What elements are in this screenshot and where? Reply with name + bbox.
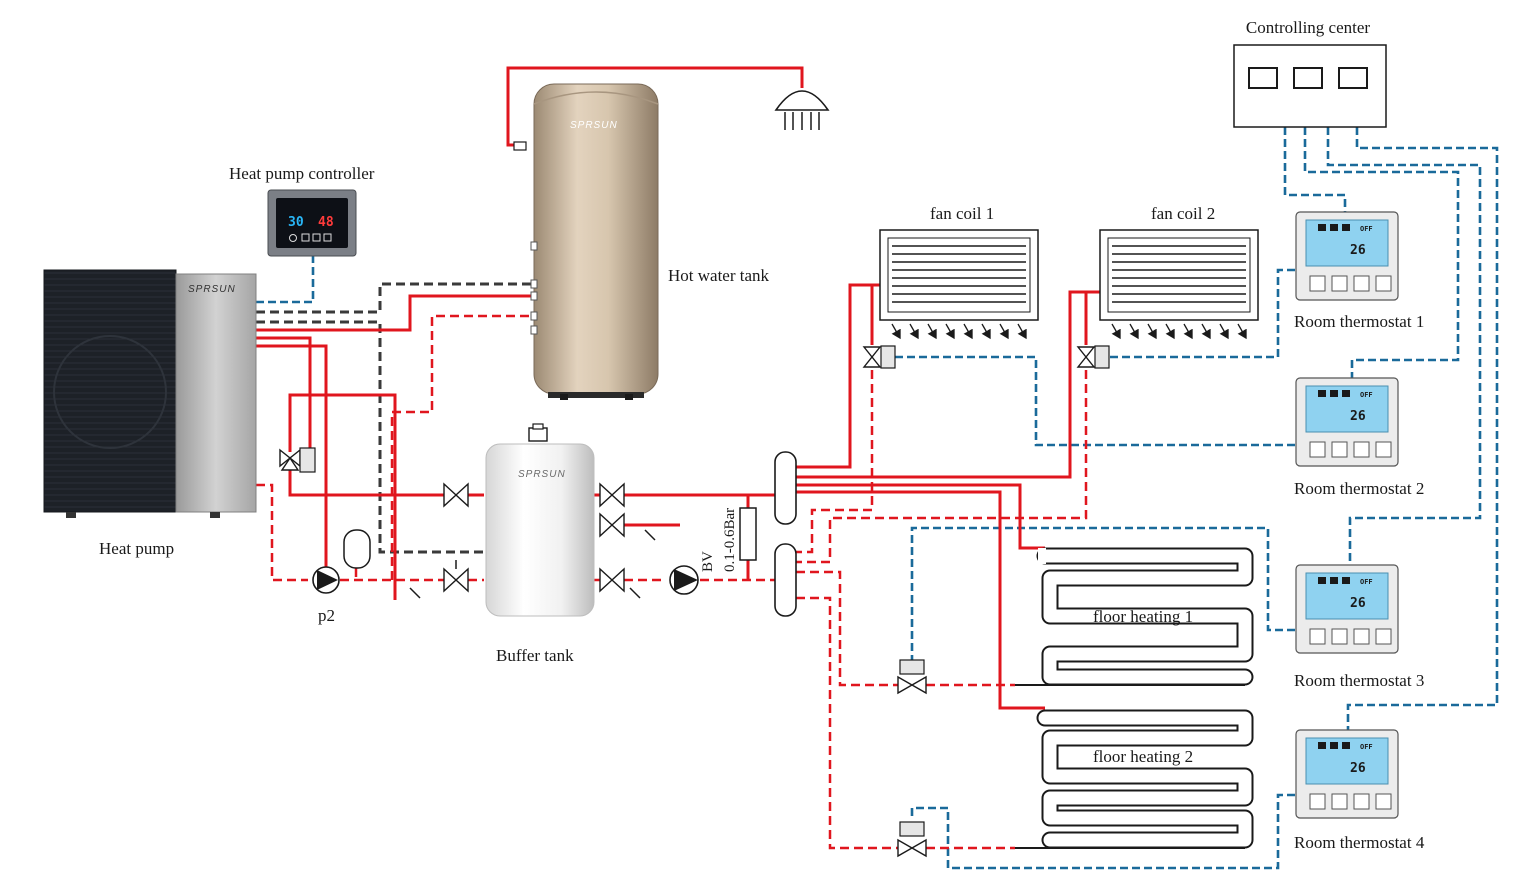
thermostat-2-mode: OFF xyxy=(1360,391,1373,399)
circulation-pump-icon: p2 xyxy=(312,566,340,625)
thermostat-2-power-button[interactable] xyxy=(1331,441,1348,458)
fan-coil-1-label: fan coil 1 xyxy=(930,204,994,223)
floor-heating-2: floor heating 2 xyxy=(1015,709,1254,849)
valve-icon xyxy=(409,482,656,599)
signal-wires xyxy=(256,127,1499,870)
thermostat-1-mode: OFF xyxy=(1360,225,1373,233)
dhw-tank-brand: SPRSUN xyxy=(570,120,618,131)
fan-coil-2-label: fan coil 2 xyxy=(1151,204,1215,223)
thermostat-4-fan-button[interactable] xyxy=(1309,793,1326,810)
thermostat-4-power-button[interactable] xyxy=(1331,793,1348,810)
bypass-label: BV xyxy=(700,551,716,572)
thermostat-2-down-button[interactable] xyxy=(1375,441,1392,458)
thermostat-1-temp: 26 xyxy=(1350,243,1366,258)
manifold xyxy=(774,451,797,617)
fan-coil-1: fan coil 1 xyxy=(879,204,1039,340)
buffer-tank-label: Buffer tank xyxy=(496,646,574,665)
buffer-tank: SPRSUN Buffer tank xyxy=(485,423,595,665)
control-slot-2[interactable] xyxy=(1293,67,1323,89)
thermostat-3-power-button[interactable] xyxy=(1331,628,1348,645)
bypass-valve: BV 0.1-0.6Bar xyxy=(700,507,757,572)
room-thermostat-3: OFF 26 Room thermostat 3 xyxy=(1294,564,1424,690)
controller-right-temp: 48 xyxy=(318,215,334,230)
thermostat-1-up-button[interactable] xyxy=(1353,275,1370,292)
control-slot-3[interactable] xyxy=(1338,67,1368,89)
bypass-pressure-label: 0.1-0.6Bar xyxy=(722,508,738,572)
dhw-coil-pipes xyxy=(256,282,534,554)
heat-pump-controller-label: Heat pump controller xyxy=(229,164,375,183)
buffer-tank-brand: SPRSUN xyxy=(518,469,566,480)
control-slot-1[interactable] xyxy=(1248,67,1278,89)
return-pipes xyxy=(256,314,1088,850)
valve-icon xyxy=(862,345,1110,369)
thermostat-1-label: Room thermostat 1 xyxy=(1294,312,1424,331)
controller-mode-icon[interactable] xyxy=(301,233,310,242)
thermostat-2-temp: 26 xyxy=(1350,409,1366,424)
thermostat-4-label: Room thermostat 4 xyxy=(1294,833,1425,852)
thermostat-2-fan-button[interactable] xyxy=(1309,441,1326,458)
thermostat-3-up-button[interactable] xyxy=(1353,628,1370,645)
thermostat-1-power-button[interactable] xyxy=(1331,275,1348,292)
heat-pump-unit: SPRSUN Heat pump xyxy=(43,269,257,558)
thermostat-1-down-button[interactable] xyxy=(1375,275,1392,292)
thermostat-3-down-button[interactable] xyxy=(1375,628,1392,645)
fan-coil-2: fan coil 2 xyxy=(1099,204,1259,340)
thermostat-4-up-button[interactable] xyxy=(1353,793,1370,810)
room-thermostat-1: OFF 26 Room thermostat 1 xyxy=(1294,211,1424,331)
thermostat-2-label: Room thermostat 2 xyxy=(1294,479,1424,498)
heat-pump-brand: SPRSUN xyxy=(188,284,236,295)
floor-heating-1-label: floor heating 1 xyxy=(1093,607,1193,626)
controlling-center: Controlling center xyxy=(1233,18,1387,128)
controller-clock-icon[interactable] xyxy=(312,233,321,242)
shower-head-icon xyxy=(774,90,830,130)
controller-settings-icon[interactable] xyxy=(323,233,332,242)
thermostat-3-label: Room thermostat 3 xyxy=(1294,671,1424,690)
controlling-center-label: Controlling center xyxy=(1246,18,1371,37)
thermostat-2-up-button[interactable] xyxy=(1353,441,1370,458)
heat-pump-label: Heat pump xyxy=(99,539,174,558)
thermostat-3-temp: 26 xyxy=(1350,596,1366,611)
supply-pipes xyxy=(256,66,1100,710)
thermostat-3-fan-button[interactable] xyxy=(1309,628,1326,645)
room-thermostat-2: OFF 26 Room thermostat 2 xyxy=(1294,377,1424,498)
three-way-valve-icon xyxy=(279,447,316,473)
valve-icon xyxy=(897,659,927,858)
pump-p2-label: p2 xyxy=(318,606,335,625)
floor-heating-2-label: floor heating 2 xyxy=(1093,747,1193,766)
controller-power-icon[interactable] xyxy=(289,234,297,242)
controller-left-temp: 30 xyxy=(288,215,304,230)
hot-water-tank-label: Hot water tank xyxy=(668,266,770,285)
expansion-tank xyxy=(343,529,371,569)
hot-water-tank: SPRSUN Hot water tank xyxy=(513,83,770,400)
heat-pump-controller: Heat pump controller 30 48 xyxy=(229,164,375,257)
room-thermostat-4: OFF 26 Room thermostat 4 xyxy=(1294,729,1425,852)
thermostat-4-mode: OFF xyxy=(1360,743,1373,751)
circulation-pump-icon xyxy=(669,565,699,595)
thermostat-4-temp: 26 xyxy=(1350,761,1366,776)
thermostat-3-mode: OFF xyxy=(1360,578,1373,586)
thermostat-1-fan-button[interactable] xyxy=(1309,275,1326,292)
thermostat-4-down-button[interactable] xyxy=(1375,793,1392,810)
floor-heating-1: floor heating 1 xyxy=(1015,547,1254,686)
